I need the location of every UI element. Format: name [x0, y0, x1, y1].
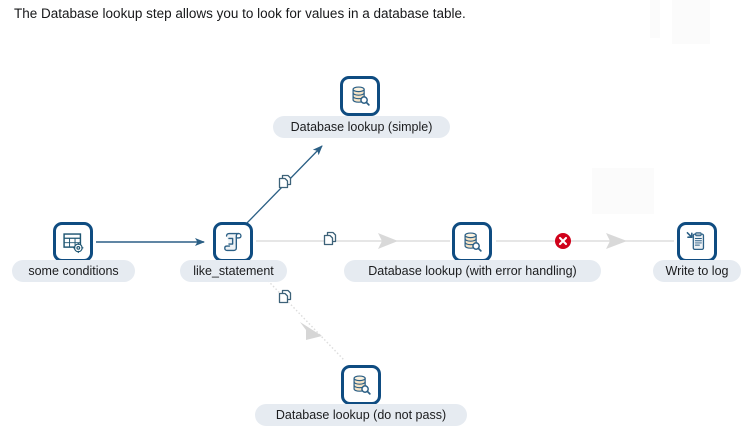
- database-search-icon: [349, 373, 373, 397]
- background-artifact: [650, 0, 660, 38]
- node-database-lookup-simple[interactable]: [340, 76, 380, 116]
- node-label-some-conditions: some conditions: [12, 260, 135, 282]
- copy-pages-icon: [322, 231, 338, 247]
- database-search-icon: [348, 84, 372, 108]
- node-label-database-lookup-error-handling: Database lookup (with error handling): [344, 260, 601, 282]
- database-search-icon: [460, 230, 484, 254]
- copy-pages-icon: [277, 289, 293, 305]
- node-database-lookup-do-not-pass[interactable]: [341, 365, 381, 405]
- background-artifact: [672, 0, 710, 44]
- node-some-conditions[interactable]: [53, 222, 93, 262]
- node-label-database-lookup-do-not-pass: Database lookup (do not pass): [255, 404, 467, 426]
- node-like-statement[interactable]: [213, 222, 253, 262]
- node-label-like-statement: like_statement: [180, 260, 287, 282]
- edge-like-statement-to-error-handling: [256, 233, 450, 249]
- page-intro-text: The Database lookup step allows you to l…: [14, 6, 466, 21]
- table-gear-icon: [61, 230, 86, 255]
- node-label-database-lookup-simple: Database lookup (simple): [273, 116, 450, 138]
- background-artifact: [592, 168, 654, 214]
- node-write-to-log[interactable]: [677, 222, 717, 262]
- copy-pages-icon: [277, 174, 293, 190]
- error-circle-x-icon[interactable]: [554, 232, 571, 249]
- write-to-log-icon: [685, 230, 709, 254]
- node-label-write-to-log: Write to log: [653, 260, 741, 282]
- script-scroll-icon: [221, 230, 245, 254]
- node-database-lookup-error-handling[interactable]: [452, 222, 492, 262]
- edge-error-handling-to-write-to-log: [496, 233, 674, 249]
